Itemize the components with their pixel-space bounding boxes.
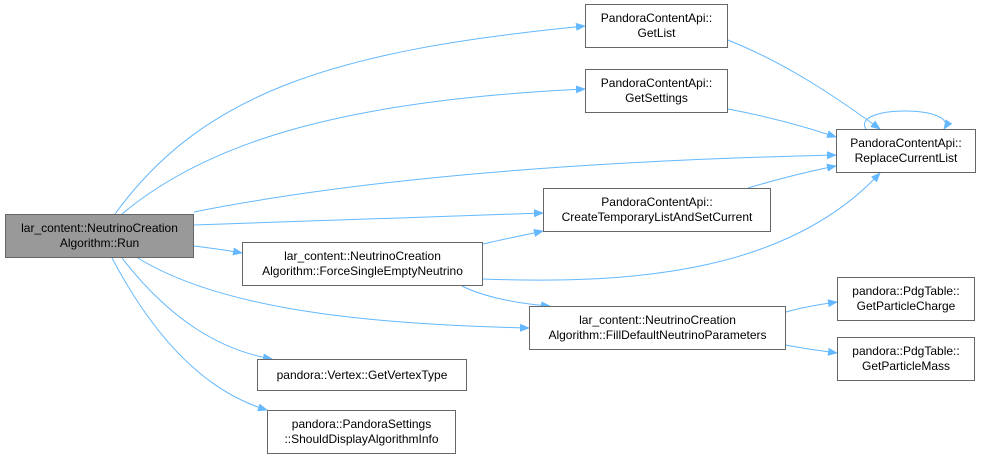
node-run-line1: lar_content::NeutrinoCreation: [21, 221, 178, 235]
node-charge-line1: pandora::PdgTable::: [852, 284, 960, 298]
node-replace-line1: PandoraContentApi::: [850, 136, 962, 150]
edge-run-to-getlist: [114, 22, 586, 215]
edge-forcesingle-to-replace: [482, 172, 881, 281]
node-createtemp-line1: PandoraContentApi::: [601, 195, 713, 209]
node-getsettings[interactable]: PandoraContentApi:: GetSettings: [585, 69, 728, 113]
node-getsettings-line2: GetSettings: [625, 91, 688, 105]
edge-filldefault-to-mass: [785, 344, 838, 356]
node-getlist-line1: PandoraContentApi::: [600, 11, 713, 25]
edge-filldefault-to-charge: [785, 299, 838, 313]
node-shoulddisplay[interactable]: pandora::PandoraSettings ::ShouldDisplay…: [267, 410, 456, 454]
node-filldefault-line1: lar_content::NeutrinoCreation: [579, 313, 736, 327]
edge-run-to-getsettings: [121, 85, 586, 215]
node-shoulddisplay-line2: ::ShouldDisplayAlgorithmInfo: [284, 432, 439, 446]
node-vertextype[interactable]: pandora::Vertex::GetVertexType: [257, 359, 467, 391]
edge-run-to-filldefault: [137, 257, 530, 332]
node-charge-line2: GetParticleCharge: [856, 299, 956, 313]
edge-getsettings-to-replace: [727, 108, 837, 138]
node-getlist[interactable]: PandoraContentApi:: GetList: [585, 4, 728, 48]
edge-forcesingle-to-createtemp: [482, 229, 544, 245]
node-mass[interactable]: pandora::PdgTable:: GetParticleMass: [837, 337, 975, 381]
node-createtemp-line2: CreateTemporaryListAndSetCurrent: [561, 210, 753, 224]
node-forcesingle-line1: lar_content::NeutrinoCreation: [284, 249, 441, 263]
edge-run-to-shoulddisplay: [111, 257, 268, 412]
node-vertextype-line1: pandora::Vertex::GetVertexType: [276, 367, 448, 382]
edge-run-to-forcesingle: [193, 245, 243, 256]
node-getsettings-line1: PandoraContentApi::: [600, 76, 713, 90]
node-filldefault[interactable]: lar_content::NeutrinoCreation Algorithm:…: [529, 306, 786, 350]
node-replace[interactable]: PandoraContentApi:: ReplaceCurrentList: [836, 129, 976, 173]
edge-run-to-replace: [193, 151, 837, 213]
edge-run-to-vertextype: [121, 257, 273, 362]
node-filldefault-line2: Algorithm::FillDefaultNeutrinoParameters: [548, 328, 767, 342]
node-mass-line2: GetParticleMass: [861, 359, 951, 373]
edge-forcesingle-to-filldefault: [461, 285, 551, 310]
node-mass-line1: pandora::PdgTable::: [852, 344, 960, 358]
node-charge[interactable]: pandora::PdgTable:: GetParticleCharge: [837, 277, 975, 321]
node-forcesingle-line2: Algorithm::ForceSingleEmptyNeutrino: [262, 264, 463, 278]
edge-replace-self-loop: [863, 110, 953, 130]
node-run: lar_content::NeutrinoCreation Algorithm:…: [5, 214, 194, 258]
node-getlist-line2: GetList: [637, 26, 676, 40]
node-forcesingle[interactable]: lar_content::NeutrinoCreation Algorithm:…: [242, 242, 483, 286]
edge-run-to-createtemp: [193, 209, 544, 226]
node-replace-line2: ReplaceCurrentList: [854, 151, 958, 165]
node-shoulddisplay-line1: pandora::PandoraSettings: [291, 417, 432, 431]
node-run-line2: Algorithm::Run: [59, 236, 140, 250]
edge-getlist-to-replace: [727, 39, 881, 130]
edge-createtemp-to-replace: [747, 163, 837, 189]
node-createtemp[interactable]: PandoraContentApi:: CreateTemporaryListA…: [543, 188, 771, 232]
